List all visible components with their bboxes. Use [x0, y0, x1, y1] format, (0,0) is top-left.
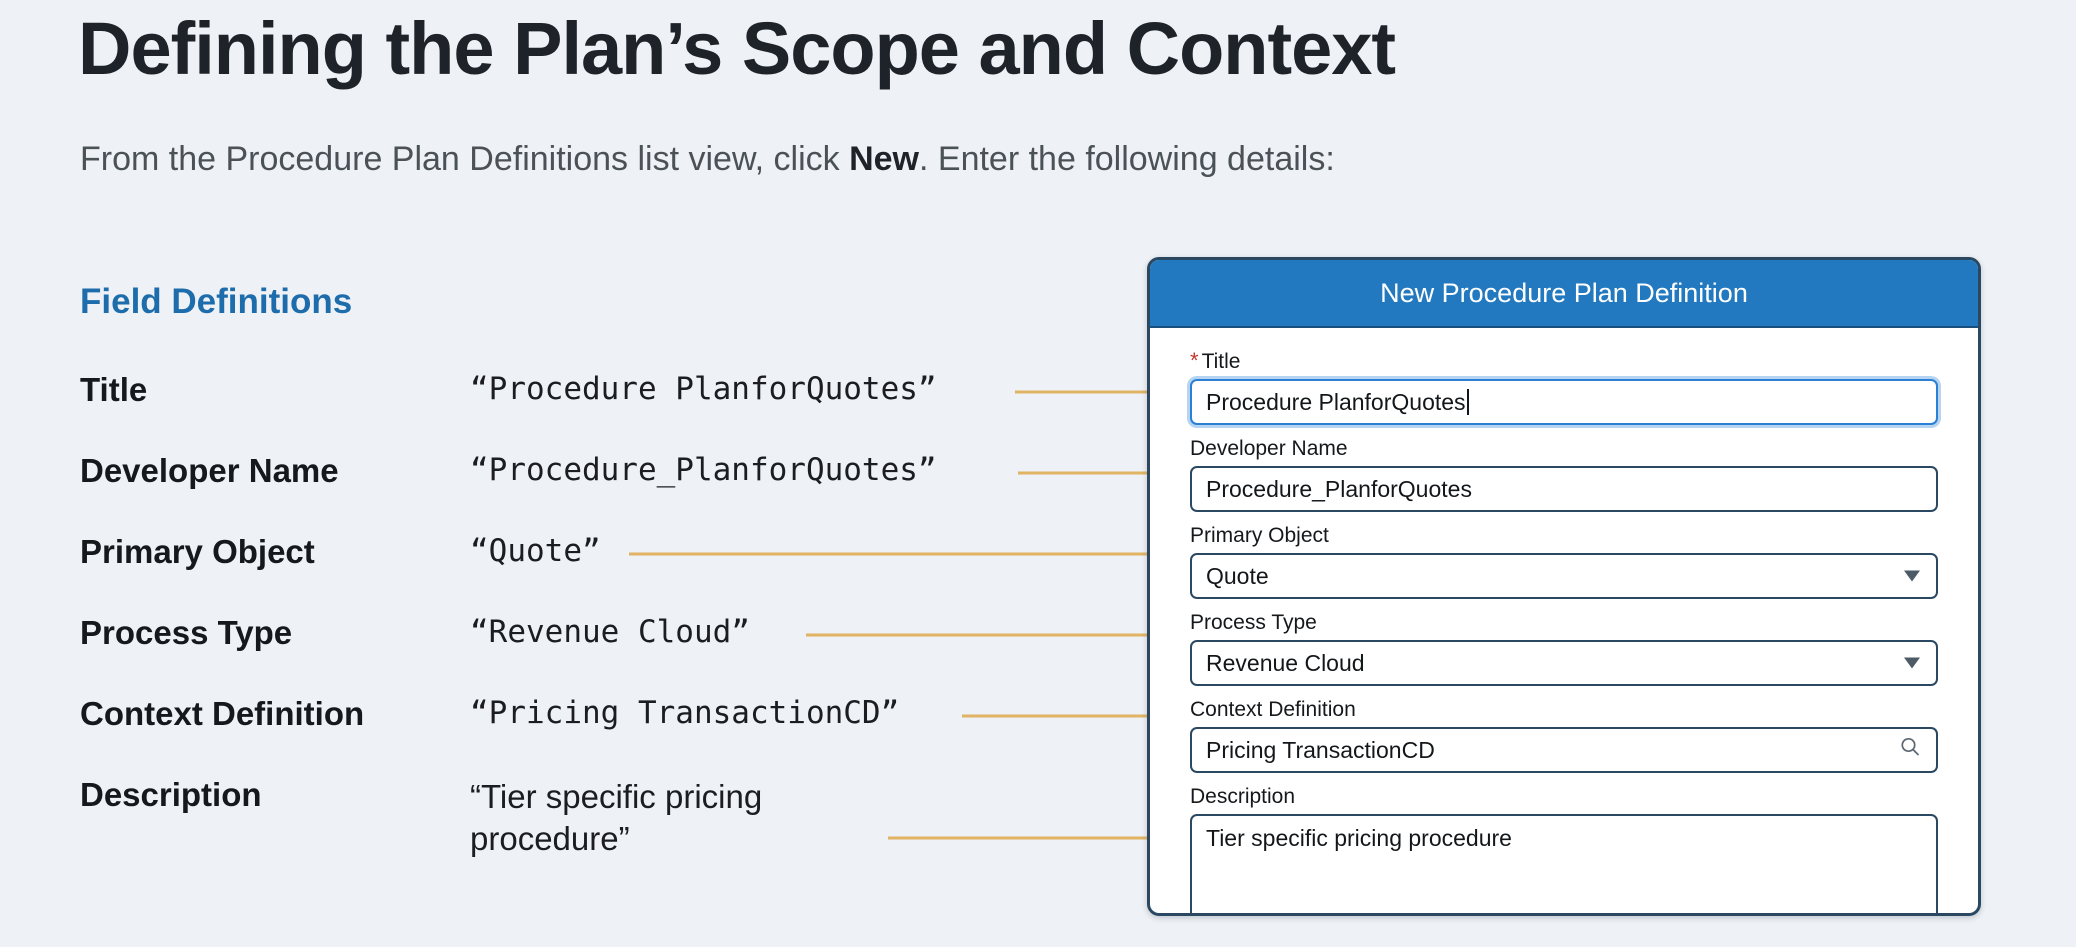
resize-handle-icon[interactable] — [1918, 903, 1932, 913]
process-type-select[interactable]: Revenue Cloud — [1190, 640, 1938, 686]
field-label-developer-name: Developer Name — [80, 452, 339, 489]
new-procedure-plan-definition-card: New Procedure Plan Definition *Title Pro… — [1147, 257, 1981, 916]
field-value-title: “Procedure PlanforQuotes” — [470, 371, 937, 407]
form-label-developer-name: Developer Name — [1190, 437, 1348, 460]
form-label-process-type: Process Type — [1190, 611, 1317, 634]
form-label-title: *Title — [1190, 348, 1938, 374]
field-label-process-type: Process Type — [80, 614, 293, 651]
form-label-context-definition: Context Definition — [1190, 698, 1356, 721]
search-icon[interactable] — [1899, 736, 1921, 764]
form-field-title: *Title Procedure PlanforQuotes — [1190, 348, 1938, 425]
field-value-context-definition: “Pricing TransactionCD” — [470, 695, 900, 731]
developer-name-input[interactable]: Procedure_PlanforQuotes — [1190, 466, 1938, 512]
field-value-description: “Tier specific pricing procedure” — [470, 778, 763, 858]
field-label-title: Title — [80, 371, 148, 408]
context-definition-input-value: Pricing TransactionCD — [1206, 736, 1435, 763]
required-asterisk-icon: * — [1190, 348, 1199, 373]
context-definition-input[interactable]: Pricing TransactionCD — [1190, 727, 1938, 773]
process-type-select-value: Revenue Cloud — [1206, 649, 1365, 676]
subtitle-text-after: . Enter the following details: — [919, 140, 1335, 178]
description-textarea-value: Tier specific pricing procedure — [1206, 825, 1512, 851]
form-field-process-type: Process Type Revenue Cloud — [1190, 611, 1938, 686]
page-subtitle: From the Procedure Plan Definitions list… — [80, 140, 1335, 179]
subtitle-text-before: From the Procedure Plan Definitions list… — [80, 140, 850, 178]
form-field-description: Description Tier specific pricing proced… — [1190, 785, 1938, 913]
form-label-primary-object: Primary Object — [1190, 524, 1329, 547]
subtitle-new-keyword: New — [849, 140, 919, 178]
field-definitions-heading: Field Definitions — [80, 282, 353, 321]
field-value-developer-name: “Procedure_PlanforQuotes” — [470, 452, 937, 488]
primary-object-select-value: Quote — [1206, 562, 1269, 589]
page-title: Defining the Plan’s Scope and Context — [78, 7, 1396, 90]
field-value-process-type: “Revenue Cloud” — [470, 614, 750, 650]
card-header: New Procedure Plan Definition — [1150, 260, 1978, 328]
field-label-primary-object: Primary Object — [80, 533, 315, 570]
form-field-developer-name: Developer Name Procedure_PlanforQuotes — [1190, 437, 1938, 512]
primary-object-select[interactable]: Quote — [1190, 553, 1938, 599]
form-label-title-text: Title — [1201, 350, 1241, 373]
form-field-context-definition: Context Definition Pricing TransactionCD — [1190, 698, 1938, 773]
form-field-primary-object: Primary Object Quote — [1190, 524, 1938, 599]
form-label-description: Description — [1190, 785, 1296, 808]
title-input[interactable]: Procedure PlanforQuotes — [1190, 379, 1938, 425]
field-value-primary-object: “Quote” — [470, 533, 601, 569]
title-input-value: Procedure PlanforQuotes — [1206, 388, 1466, 415]
card-body: *Title Procedure PlanforQuotes Developer… — [1150, 328, 1978, 913]
field-label-context-definition: Context Definition — [80, 695, 365, 732]
card-title: New Procedure Plan Definition — [1380, 277, 1748, 308]
chevron-down-icon — [1904, 657, 1920, 669]
developer-name-input-value: Procedure_PlanforQuotes — [1206, 475, 1472, 502]
chevron-down-icon — [1904, 570, 1920, 582]
text-cursor-icon — [1466, 389, 1469, 415]
description-textarea[interactable]: Tier specific pricing procedure — [1190, 814, 1938, 913]
field-label-description: Description — [80, 776, 262, 813]
